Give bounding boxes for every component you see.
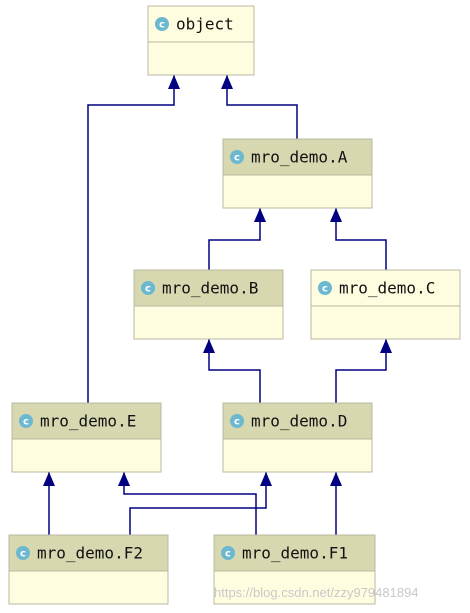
edge-a-to-object	[221, 75, 298, 139]
class-header	[9, 535, 168, 571]
class-node-f1[interactable]: c mro_demo.F1	[213, 534, 376, 605]
class-icon	[16, 546, 30, 560]
class-icon	[141, 281, 155, 295]
class-name: mro_demo.C	[339, 279, 435, 298]
class-name: object	[176, 15, 234, 34]
class-icon	[318, 281, 332, 295]
edge-c-to-a	[330, 208, 387, 270]
class-node-f2[interactable]: c mro_demo.F2	[8, 534, 169, 605]
class-icon	[155, 17, 169, 31]
edge-line	[226, 75, 298, 139]
class-name: mro_demo.F2	[37, 544, 143, 563]
class-icon	[230, 150, 244, 164]
edge-d-to-b	[203, 339, 261, 403]
arrowhead-icon	[221, 75, 233, 89]
edge-f2-to-d	[129, 472, 272, 535]
edge-line	[335, 339, 387, 403]
class-header	[214, 535, 375, 571]
arrowhead-icon	[260, 472, 272, 486]
edge-f2-to-e	[43, 472, 55, 535]
arrowhead-icon	[203, 339, 215, 353]
class-icon-letter: c	[23, 417, 29, 428]
arrowhead-icon	[254, 208, 266, 222]
class-name: mro_demo.F1	[242, 544, 348, 563]
class-icon-letter: c	[20, 549, 26, 560]
class-node-b[interactable]: c mro_demo.B	[133, 269, 284, 340]
class-name: mro_demo.B	[162, 279, 258, 298]
class-icon-letter: c	[145, 284, 151, 295]
arrowhead-icon	[330, 208, 342, 222]
class-node-e[interactable]: c mro_demo.E	[11, 402, 162, 473]
edge-d-to-c	[335, 339, 392, 403]
arrowhead-icon	[330, 472, 342, 486]
arrowhead-icon	[43, 472, 55, 486]
edge-f1-to-e	[118, 472, 257, 535]
class-header	[223, 139, 372, 175]
class-name: mro_demo.D	[251, 412, 347, 431]
edge-line	[87, 75, 175, 403]
edge-line	[208, 339, 261, 403]
arrowhead-icon	[168, 75, 180, 89]
class-name: mro_demo.A	[251, 148, 348, 167]
class-header	[311, 270, 460, 306]
edge-b-to-a	[208, 208, 266, 270]
arrowhead-icon	[118, 472, 130, 486]
edge-line	[129, 472, 267, 535]
edge-line	[123, 472, 257, 535]
class-icon-letter: c	[322, 284, 328, 295]
class-header	[12, 403, 161, 439]
edge-e-to-object	[87, 75, 180, 403]
class-node-d[interactable]: c mro_demo.D	[222, 402, 373, 473]
class-icon	[230, 414, 244, 428]
arrowhead-icon	[380, 339, 392, 353]
class-header	[223, 403, 372, 439]
watermark-text: https://blog.csdn.net/zzy979481894	[214, 585, 419, 600]
class-icon-letter: c	[234, 417, 240, 428]
edge-f1-to-d	[330, 472, 342, 535]
class-icon	[221, 546, 235, 560]
edge-line	[335, 208, 387, 270]
inheritance-edges	[43, 75, 392, 535]
class-icon-letter: c	[234, 153, 240, 164]
class-header	[134, 270, 283, 306]
class-name: mro_demo.E	[40, 412, 136, 431]
class-icon-letter: c	[159, 20, 165, 31]
class-icon-letter: c	[225, 549, 231, 560]
class-icon	[19, 414, 33, 428]
class-node-c[interactable]: c mro_demo.C	[310, 269, 461, 340]
edge-line	[208, 208, 261, 270]
class-node-a[interactable]: c mro_demo.A	[222, 138, 373, 209]
